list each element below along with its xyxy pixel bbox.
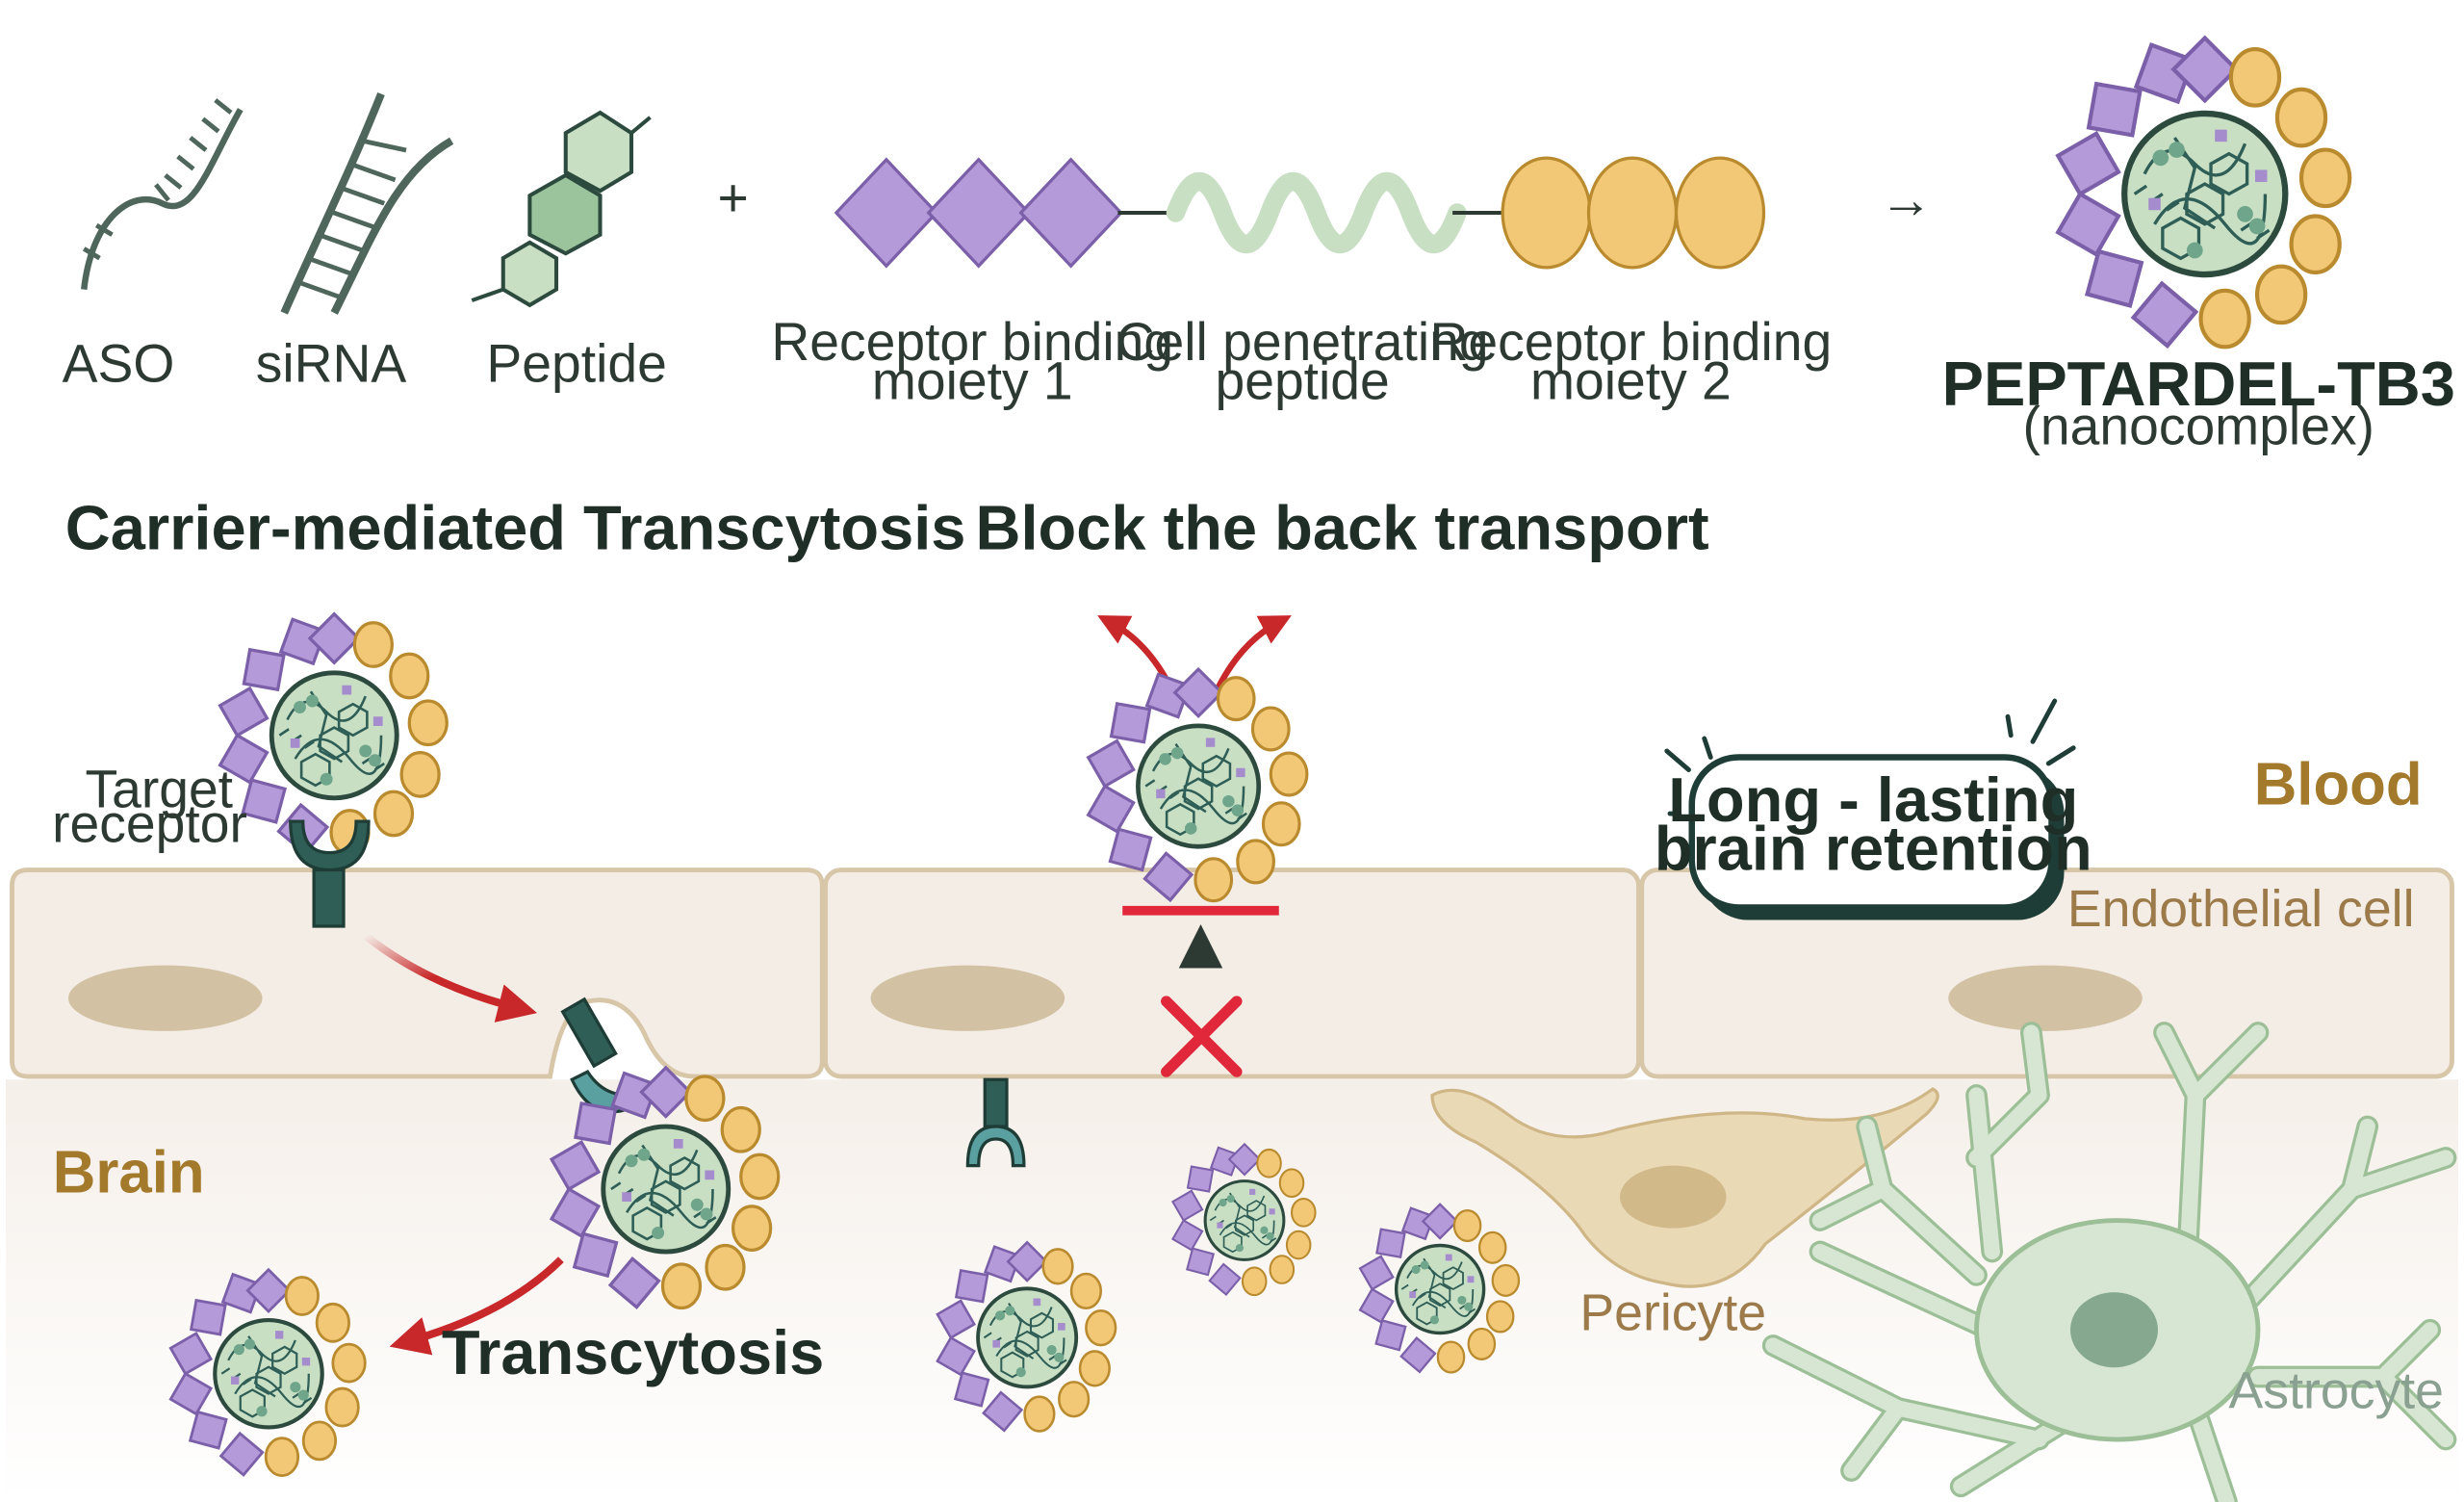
rbm2-label-line1: Receptor binding [1430, 312, 1833, 372]
astrocyte-icon [1761, 1022, 2457, 1502]
aso-icon [81, 98, 244, 290]
left-panel-title: Carrier-mediated Transcytosis [65, 492, 966, 562]
target-receptor-icon [289, 819, 371, 928]
sirna-icon [280, 91, 454, 315]
nucleus-icons [68, 965, 2143, 1031]
peptide-icon [471, 110, 652, 308]
brain-side-receptor-icon [965, 1077, 1026, 1168]
middle-panel-title: Block the back transport [976, 492, 1709, 562]
cell-penetrating-peptide-icon [1166, 172, 1467, 253]
nanocomplex-icon [2058, 38, 2349, 347]
cpp-label-line2: peptide [1215, 350, 1389, 410]
brain-label: Brain [53, 1139, 205, 1205]
red-arrow-escape-right [1215, 615, 1292, 690]
nanocomplex-blood-side [1089, 669, 1307, 901]
receptor-binding-moiety-2-icon [1501, 156, 1766, 270]
rbm1-label-line1: Receptor binding [771, 312, 1173, 372]
plus-sign: + [717, 168, 748, 227]
peptide-label: Peptide [486, 334, 666, 394]
retention-callout: Long - lasting brain retention [1655, 698, 2092, 920]
sirna-label: siRNA [256, 334, 407, 394]
retention-label-line1: Long - lasting [1668, 764, 2078, 835]
red-arrow-transcytosis [389, 1256, 564, 1356]
receptor-binding-moiety-1-icon [834, 157, 1123, 269]
pericyte-icon [1430, 1087, 1939, 1288]
red-arrow-endocytosis [363, 932, 538, 1023]
cpp-label-line1: Cell penetrating [1116, 312, 1489, 372]
rbm1-label-line2: moiety 1 [872, 350, 1073, 410]
rbm2-label-line2: moiety 2 [1530, 350, 1732, 410]
astrocyte-label: Astrocyte [2229, 1362, 2444, 1420]
retention-label-line2: brain retention [1655, 814, 2092, 884]
endothelial-cell-label: Endothelial cell [2067, 880, 2415, 938]
transcytosis-label: Transcytosis [442, 1317, 824, 1387]
target-receptor-label-line2: receptor [52, 793, 247, 853]
product-name: PEPTARDEL-TB3 [1942, 349, 2455, 419]
arrow-right-icon: → [1880, 169, 1933, 229]
target-receptor-label-line1: Target [85, 760, 233, 819]
pericyte-label: Pericyte [1579, 1283, 1766, 1341]
nanocomplex-bound [220, 614, 448, 855]
aso-label: ASO [63, 334, 175, 394]
blocked-x-icon [1161, 996, 1243, 1077]
blood-label: Blood [2254, 751, 2423, 817]
endothelial-cell-middle [823, 868, 1641, 1079]
product-subtitle: (nanocomplex) [2023, 397, 2374, 456]
